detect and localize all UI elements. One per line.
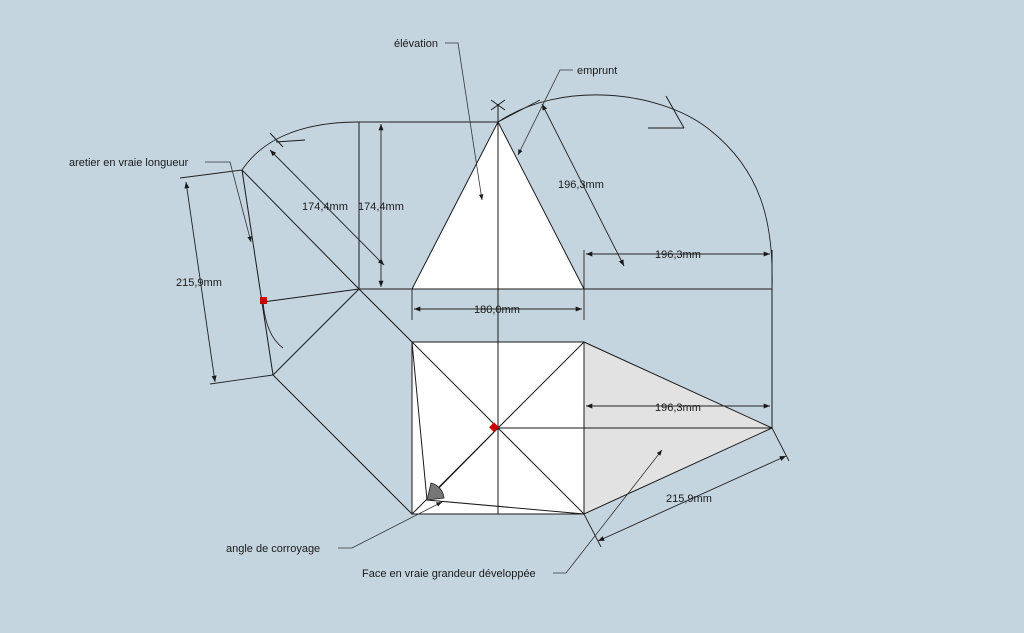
label-emprunt: emprunt: [577, 65, 617, 77]
label-angle-corroyage: angle de corroyage: [226, 543, 320, 555]
arcs: [241, 94, 773, 349]
corroyage-angle-mark: [426, 482, 445, 501]
dim-196-diagonal: 196,3mm: [558, 179, 604, 191]
dim-215-right: 215,9mm: [666, 493, 712, 505]
dimension-lines: [179, 103, 790, 548]
leader-lines: [205, 42, 663, 574]
label-elevation: élévation: [394, 38, 438, 50]
dim-196-upper: 196,3mm: [655, 249, 701, 261]
label-aretier: aretier en vraie longueur: [69, 157, 189, 169]
dim-196-lower: 196,3mm: [655, 402, 701, 414]
dim-215-left: 215,9mm: [176, 277, 222, 289]
label-face-developpee: Face en vraie grandeur développée: [362, 568, 536, 580]
dim-174-diagonal: 174,4mm: [302, 201, 348, 213]
center-marker: [489, 422, 499, 433]
right-angle-marker-left: [260, 297, 267, 304]
dim-174-vertical: 174,4mm: [358, 201, 404, 213]
dim-180: 180,0mm: [474, 304, 520, 316]
